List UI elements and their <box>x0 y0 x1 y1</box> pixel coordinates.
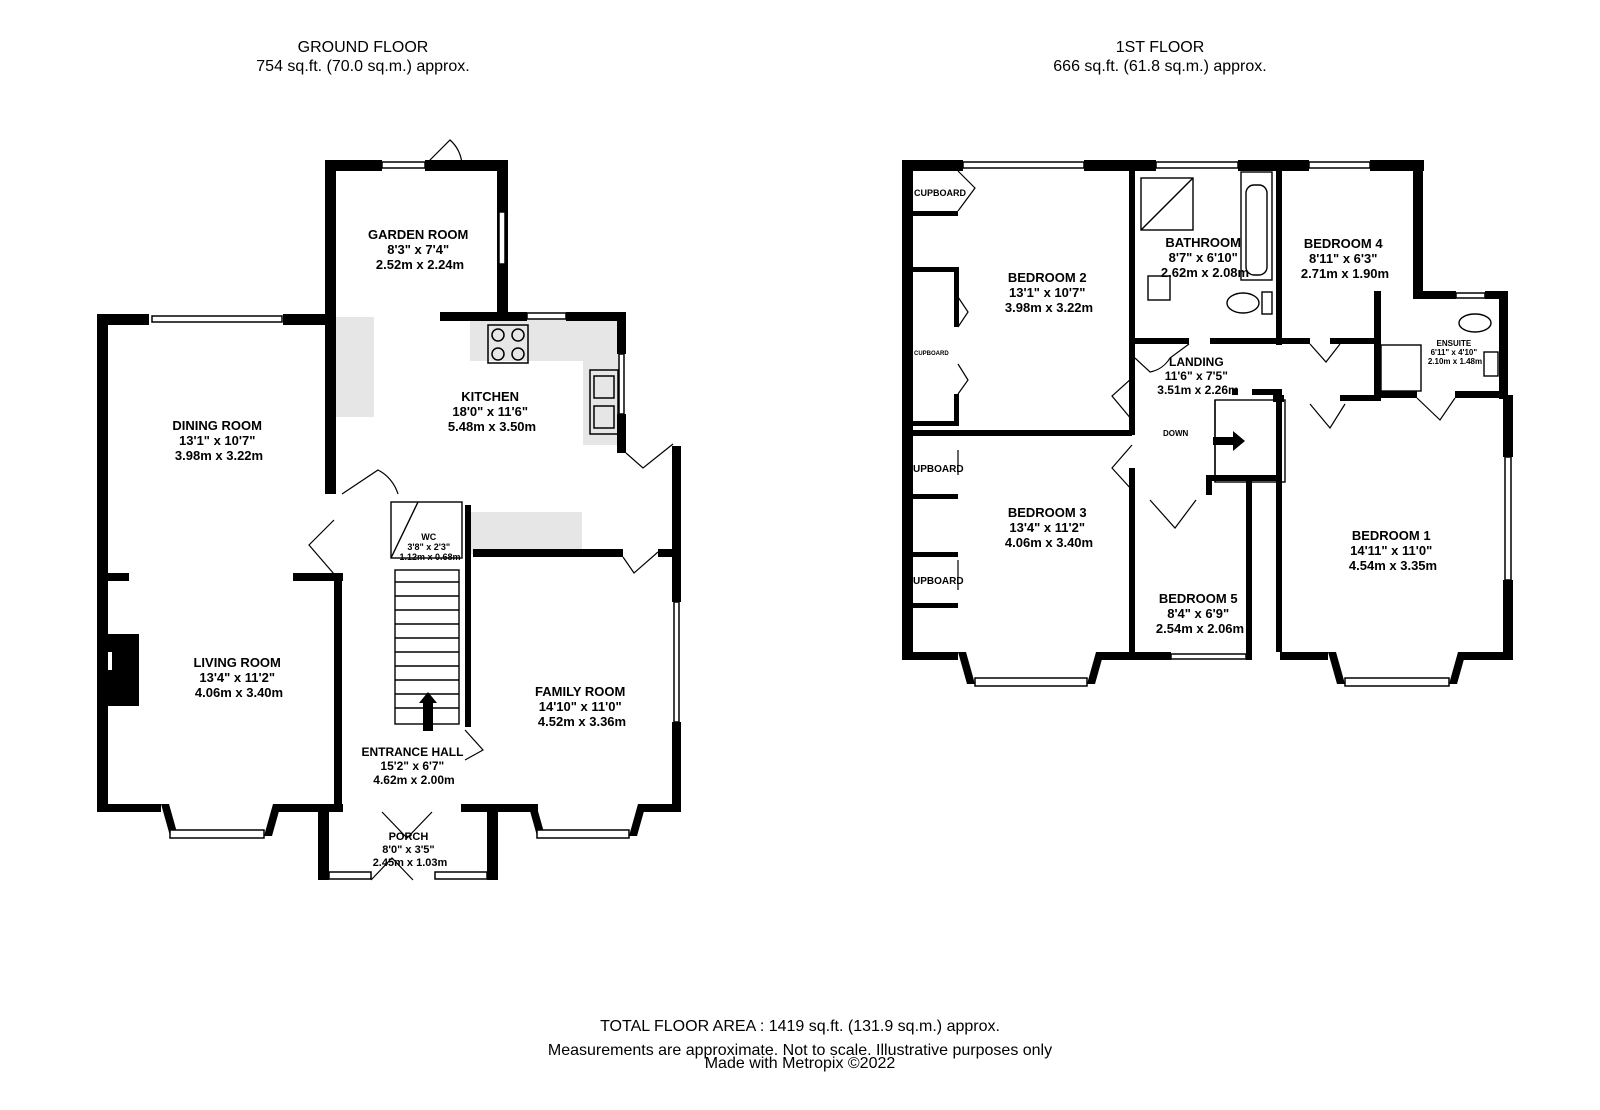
small-labels: CUPBOARD CUPBOARD UPBOARD UPBOARD DOWN <box>913 188 1189 587</box>
landing-label: LANDING 11'6" x 7'5" 3.51m x 2.26m <box>1157 355 1238 397</box>
ensuite-basin-icon <box>1483 351 1499 377</box>
ensuite-shower-icon <box>1380 344 1422 392</box>
entrance-hall-label: ENTRANCE HALL 15'2" x 6'7" 4.62m x 2.00m <box>361 745 466 787</box>
bedroom-2-label: BEDROOM 2 13'1" x 10'7" 3.98m x 3.22m <box>1005 270 1093 315</box>
first-floor-walls <box>902 160 1513 684</box>
ground-floor-plan <box>97 139 681 881</box>
ensuite-label: ENSUITE 6'11" x 4'10" 2.10m x 1.48m <box>1428 339 1482 366</box>
first-floor-doors <box>957 170 1456 590</box>
ground-floor-area: 754 sq.ft. (70.0 sq.m.) approx. <box>256 58 470 75</box>
toilet-icon <box>1226 292 1260 314</box>
living-room-label: LIVING ROOM 13'4" x 11'2" 4.06m x 3.40m <box>193 655 284 700</box>
sink-icon <box>589 369 619 435</box>
cupboard-label: CUPBOARD <box>914 351 949 357</box>
hob-icon <box>487 324 529 364</box>
bedroom-1-label: BEDROOM 1 14'11" x 11'0" 4.54m x 3.35m <box>1349 528 1437 573</box>
family-room-label: FAMILY ROOM 14'10" x 11'0" 4.52m x 3.36m <box>535 684 629 729</box>
first-floor-plan <box>902 160 1513 687</box>
ground-floor-heading: GROUND FLOOR 754 sq.ft. (70.0 sq.m.) app… <box>213 38 513 76</box>
first-floor-heading: 1ST FLOOR 666 sq.ft. (61.8 sq.m.) approx… <box>1010 38 1310 76</box>
stairs-down-arrow-icon <box>1213 431 1245 451</box>
wc-label: WC 3'8" x 2'3" 1.12m x 0.68m <box>399 532 460 562</box>
stairs-down-label: DOWN <box>1163 429 1189 438</box>
bedroom-5-label: BEDROOM 5 8'4" x 6'9" 2.54m x 2.06m <box>1156 591 1244 636</box>
first-floor-windows <box>962 161 1512 687</box>
room-labels: GARDEN ROOM 8'3" x 7'4" 2.52m x 2.24m KI… <box>172 227 1482 869</box>
cupboard-label: UPBOARD <box>913 576 964 587</box>
doors <box>308 139 674 881</box>
windows <box>151 161 680 880</box>
fixtures <box>336 317 620 554</box>
cupboard-label: UPBOARD <box>913 464 964 475</box>
first-floor-area: 666 sq.ft. (61.8 sq.m.) approx. <box>1053 58 1267 75</box>
bathroom-basin-icon <box>1147 275 1171 301</box>
disclaimer: Measurements are approximate. Not to sca… <box>547 1042 1053 1059</box>
dining-room-label: DINING ROOM 13'1" x 10'7" 3.98m x 3.22m <box>172 418 265 463</box>
bathroom-fixtures <box>1140 171 1499 483</box>
ensuite-toilet-icon <box>1458 313 1492 333</box>
bedroom-3-label: BEDROOM 3 13'4" x 11'2" 4.06m x 3.40m <box>1005 505 1093 550</box>
shower-tray-icon <box>1140 177 1194 231</box>
kitchen-label: KITCHEN 18'0" x 11'6" 5.48m x 3.50m <box>448 389 536 434</box>
garden-room-label: GARDEN ROOM 8'3" x 7'4" 2.52m x 2.24m <box>368 227 472 272</box>
bedroom-4-label: BEDROOM 4 8'11" x 6'3" 2.71m x 1.90m <box>1301 236 1389 281</box>
kitchen-worktop-left <box>336 317 374 417</box>
bath-icon <box>1240 171 1273 281</box>
ground-floor-title: GROUND FLOOR <box>297 39 429 56</box>
porch-label: PORCH 8'0" x 3'5" 2.45m x 1.03m <box>373 831 448 869</box>
total-floor-area: TOTAL FLOOR AREA : 1419 sq.ft. (131.9 sq… <box>600 1018 1000 1035</box>
kitchen-worktop-right <box>583 361 620 445</box>
credit: Made with Metropix ©2022 <box>704 1055 896 1072</box>
kitchen-worktop-bottom <box>468 512 582 554</box>
ground-floor-walls <box>97 160 681 880</box>
cupboard-label: CUPBOARD <box>914 188 967 198</box>
first-floor-title: 1ST FLOOR <box>1115 39 1205 56</box>
bathroom-label: BATHROOM 8'7" x 6'10" 2.62m x 2.08m <box>1161 235 1249 280</box>
stairs-up-arrow-icon <box>419 692 437 731</box>
